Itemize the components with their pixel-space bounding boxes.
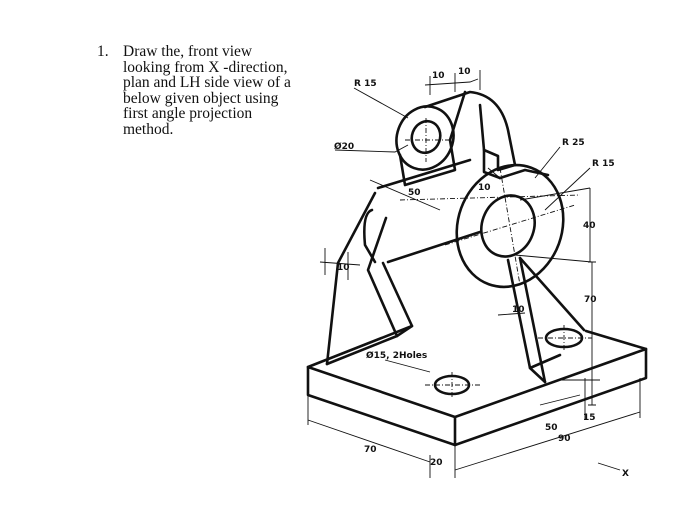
top-boss [395, 90, 550, 187]
question-line: plan and LH side view of a [123, 74, 291, 92]
dimension-lines [307, 70, 641, 478]
dim-r15-top: R 15 [354, 79, 377, 89]
question-line: method. [123, 120, 174, 138]
dim-r15-right: R 15 [592, 159, 615, 169]
dim-10-b: 10 [458, 67, 471, 77]
question-line: below given object using [123, 89, 279, 107]
dim-70-right: 70 [584, 295, 597, 305]
dim-70-bottom: 70 [364, 445, 377, 455]
dim-20: 20 [430, 458, 443, 468]
dim-10-web: 10 [512, 305, 525, 315]
question-line: first angle projection [123, 105, 253, 123]
dim-10-left: 10 [337, 263, 350, 273]
dim-10-c: 10 [478, 183, 491, 193]
view-direction-label: X [622, 469, 629, 479]
dim-50: 50 [408, 188, 421, 198]
dim-dia20: Ø20 [334, 141, 354, 152]
dim-15: 15 [583, 413, 596, 423]
question-text: 1. Draw the, front view looking from X -… [97, 44, 297, 138]
question-number: 1. [97, 43, 109, 60]
base-plate [306, 324, 648, 447]
dim-holes: Ø15, 2Holes [366, 350, 427, 361]
dim-40: 40 [583, 221, 596, 231]
slanted-rib [506, 256, 586, 384]
base-hole-right [538, 325, 592, 351]
dim-50-bottom: 50 [545, 423, 558, 433]
dim-10-a: 10 [432, 71, 445, 81]
question-body: Draw the, front view looking from X -dir… [123, 44, 297, 138]
dim-r25: R 25 [562, 138, 585, 148]
base-hole-left [425, 372, 480, 398]
main-cylinder [376, 158, 581, 289]
upright-support [325, 191, 414, 366]
question-line: Draw the, front view [123, 43, 253, 60]
dim-90: 90 [558, 434, 571, 444]
question-line: looking from X -direction, [123, 58, 288, 76]
